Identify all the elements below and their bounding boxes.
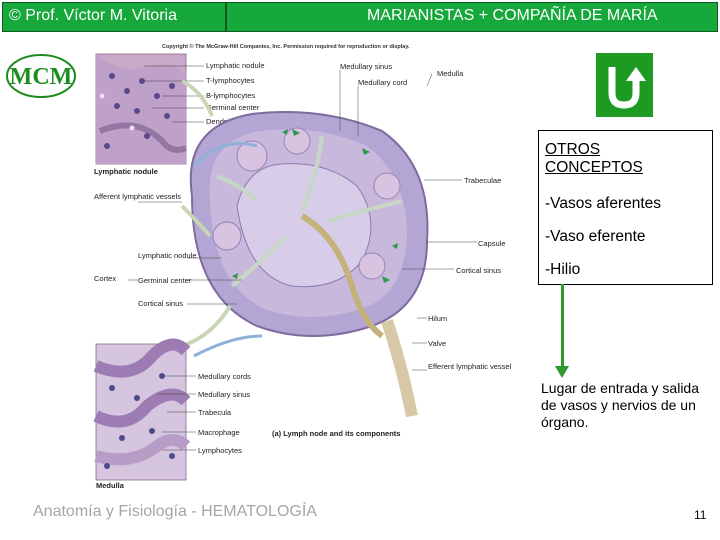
label-trabecula: Trabecula bbox=[198, 408, 232, 417]
efferent-vessel-drawing bbox=[387, 321, 412, 416]
label-germinal-center-top: Germinal center bbox=[206, 103, 260, 112]
label-medullary-cord-top: Medullary cord bbox=[358, 78, 407, 87]
label-lymphatic-nodule-inset: Lymphatic nodule bbox=[94, 167, 158, 176]
label-b-lymphocytes: B-lymphocytes bbox=[206, 91, 255, 100]
header-institution-text: MARIANISTAS + COMPAÑÍA DE MARÍA bbox=[367, 7, 658, 25]
figure-copyright: Copyright © The McGraw-Hill Companies, I… bbox=[162, 43, 410, 50]
label-valve: Valve bbox=[428, 339, 446, 348]
label-lymphatic-nodule-top: Lymphatic nodule bbox=[206, 61, 265, 70]
callout-arrow-line bbox=[561, 284, 564, 372]
label-afferent-vessels: Afferent lymphatic vessels bbox=[94, 192, 181, 201]
header-institution-bar: MARIANISTAS + COMPAÑÍA DE MARÍA bbox=[226, 2, 718, 32]
callout-arrow-head bbox=[555, 366, 569, 378]
logo-text: MCM bbox=[10, 64, 73, 90]
label-medullary-sinus-top: Medullary sinus bbox=[340, 62, 392, 71]
concepts-title: OTROS CONCEPTOS bbox=[545, 141, 655, 177]
label-medullary-sinus-bottom: Medullary sinus bbox=[198, 390, 250, 399]
page-number: 11 bbox=[694, 508, 706, 522]
label-macrophage: Macrophage bbox=[198, 428, 240, 437]
figure-caption: (a) Lymph node and its components bbox=[272, 429, 400, 438]
label-hilum: Hilum bbox=[428, 314, 447, 323]
label-cortical-sinus-left: Cortical sinus bbox=[138, 299, 183, 308]
label-germinal-center-cortex: Germinal center bbox=[138, 276, 192, 285]
header-author-bar: © Prof. Víctor M. Vitoria bbox=[2, 2, 226, 32]
concept-item-hilio: -Hilio bbox=[545, 261, 580, 279]
lymphatic-nodule-inset bbox=[96, 54, 186, 164]
label-medulla-bottom: Medulla bbox=[96, 481, 125, 490]
mcm-logo: MCM bbox=[5, 53, 77, 99]
hilio-definition: Lugar de entrada y salida de vasos y ner… bbox=[541, 380, 711, 431]
label-efferent-vessel: Efferent lymphatic vessel bbox=[428, 362, 512, 371]
label-capsule: Capsule bbox=[478, 239, 506, 248]
concept-item-efferent: -Vaso eferente bbox=[545, 228, 646, 246]
concept-item-afferent: -Vasos aferentes bbox=[545, 195, 661, 213]
footer-subject: Anatomía y Fisiología - HEMATOLOGÍA bbox=[33, 503, 317, 521]
label-medullary-cords: Medullary cords bbox=[198, 372, 251, 381]
label-cortex: Cortex bbox=[94, 274, 116, 283]
header-author-text: © Prof. Víctor M. Vitoria bbox=[9, 7, 177, 25]
concepts-box: OTROS CONCEPTOS -Vasos aferentes -Vaso e… bbox=[538, 130, 713, 285]
label-medulla-top: Medulla bbox=[437, 69, 464, 78]
back-button[interactable] bbox=[596, 53, 653, 117]
label-t-lymphocytes: T-lymphocytes bbox=[206, 76, 255, 85]
label-lymphatic-nodule-cortex: Lymphatic nodule bbox=[138, 251, 197, 260]
label-lymphocytes: Lymphocytes bbox=[198, 446, 242, 455]
label-cortical-sinus-right: Cortical sinus bbox=[456, 266, 501, 275]
lymph-node-diagram: Copyright © The McGraw-Hill Companies, I… bbox=[82, 36, 530, 492]
label-trabeculae: Trabeculae bbox=[464, 176, 501, 185]
